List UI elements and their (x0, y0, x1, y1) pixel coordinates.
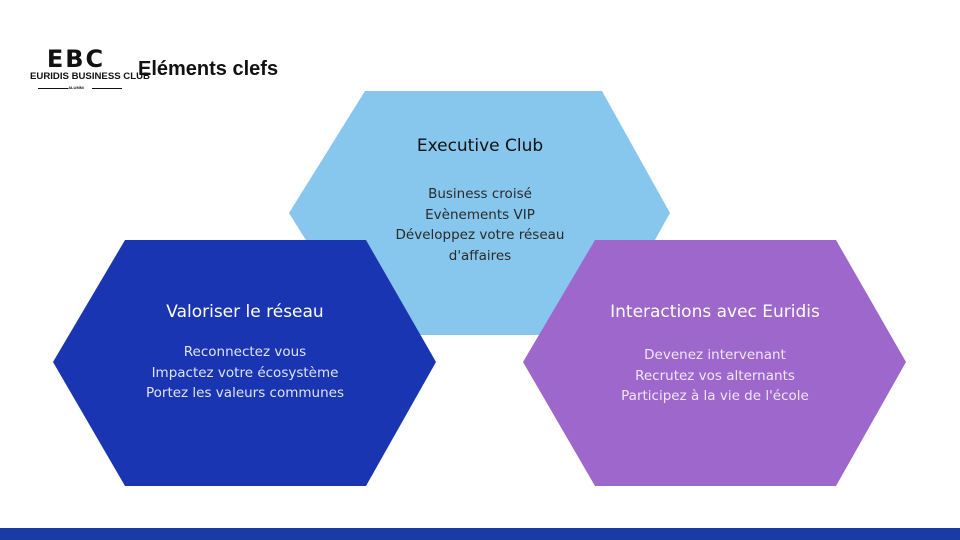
hexagon-right-line: Participez à la vie de l'école (621, 388, 809, 404)
hexagon-top-line: Business croisé (428, 186, 532, 202)
hexagon-right-lines: Devenez intervenant Recrutez vos alterna… (585, 345, 845, 407)
hexagon-right-line: Devenez intervenant (644, 347, 786, 363)
hexagon-top-line: Evènements VIP (425, 206, 535, 223)
logo-divider-right (92, 88, 122, 89)
hexagon-left-line: Impactez votre écosystème (151, 364, 339, 381)
hexagon-right-line: Recrutez vos alternants (635, 367, 795, 384)
slide-title: Eléments clefs (138, 58, 279, 80)
hexagon-top-line: d'affaires (448, 247, 512, 264)
hexagon-right (523, 240, 906, 486)
logo: EBC EURIDIS BUSINESS CLUB ALUMNI (30, 45, 150, 94)
logo-mark: EBC (46, 45, 106, 73)
logo-tagline: ALUMNI (68, 85, 84, 90)
logo-name: EURIDIS BUSINESS CLUB (30, 71, 150, 82)
bottom-bar (0, 528, 960, 540)
hexagon-left-title: Valoriser le réseau (166, 302, 324, 322)
hexagon-top-title: Executive Club (416, 136, 544, 156)
logo-divider-left (38, 88, 68, 89)
hexagon-left-lines: Reconnectez vous Impactez votre écosystè… (125, 342, 365, 404)
hexagon-top-line: Développez votre réseau (395, 227, 565, 243)
hexagon-left-line: Reconnectez vous (183, 344, 307, 360)
hexagon-right-title: Interactions avec Euridis (610, 302, 820, 322)
hexagon-top-lines: Business croisé Evènements VIP Développe… (370, 184, 590, 266)
hexagon-left-line: Portez les valeurs communes (145, 385, 344, 401)
hexagon-left (53, 240, 436, 486)
